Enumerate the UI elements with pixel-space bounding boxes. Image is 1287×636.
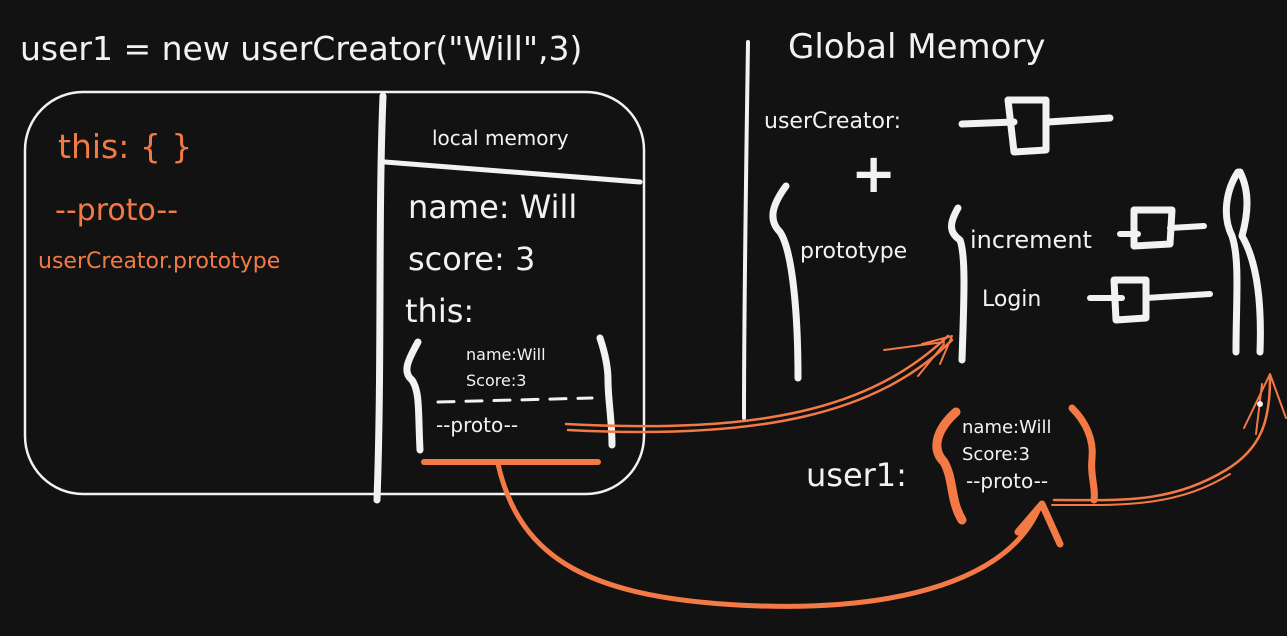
local-memory-divider bbox=[373, 92, 387, 504]
this-object-dashed-divider bbox=[436, 396, 594, 404]
login-function-icon bbox=[1087, 276, 1213, 324]
plus-sign: + bbox=[851, 142, 896, 205]
arrow-this-proto-to-prototype bbox=[564, 334, 954, 434]
user1-object: user1: name:Will Score:3 --proto-- bbox=[806, 404, 1098, 525]
global-memory-divider bbox=[742, 40, 750, 420]
prototype-label: prototype bbox=[800, 239, 907, 264]
this-object-proto: --proto-- bbox=[436, 413, 518, 437]
global-memory: Global Memory userCreator: + prototype i… bbox=[742, 27, 1264, 420]
prototype-right-brace bbox=[1222, 168, 1242, 356]
this-label: this: { } bbox=[58, 127, 192, 166]
user1-left-brace bbox=[932, 407, 967, 525]
proto-value: userCreator.prototype bbox=[38, 249, 280, 274]
user1-name: name:Will bbox=[962, 417, 1052, 438]
this-object-left-brace bbox=[403, 338, 424, 454]
arrow-user1-proto-to-prototype bbox=[1051, 373, 1287, 507]
this-object-name: name:Will bbox=[466, 345, 546, 364]
arrow-underline-to-user1 bbox=[495, 461, 1064, 609]
method-increment: increment bbox=[970, 226, 1092, 254]
user-creator-label: userCreator: bbox=[764, 109, 901, 134]
execution-context-frame bbox=[23, 90, 646, 496]
this-object-score: Score:3 bbox=[466, 371, 526, 390]
method-login: Login bbox=[982, 287, 1041, 312]
user1-proto: --proto-- bbox=[966, 469, 1048, 493]
user1-score: Score:3 bbox=[962, 444, 1030, 465]
global-memory-title: Global Memory bbox=[788, 27, 1046, 67]
prototype-right-brace-outer bbox=[1236, 168, 1264, 356]
local-score-entry: score: 3 bbox=[408, 240, 535, 278]
local-memory-header-line bbox=[382, 159, 643, 185]
local-this-entry: this: bbox=[405, 292, 474, 330]
call-title: user1 = new userCreator("Will",3) bbox=[20, 29, 582, 68]
user1-right-brace bbox=[1068, 404, 1098, 504]
increment-function-icon bbox=[1117, 206, 1207, 250]
execution-context: this: { } --proto-- userCreator.prototyp… bbox=[23, 90, 646, 504]
local-memory-header: local memory bbox=[432, 126, 569, 150]
prototype-left-brace bbox=[948, 204, 968, 364]
local-name-entry: name: Will bbox=[408, 188, 577, 226]
user-creator-function-icon bbox=[958, 96, 1114, 156]
proto-label: --proto-- bbox=[55, 193, 178, 228]
user1-label: user1: bbox=[806, 456, 907, 494]
this-object-right-brace bbox=[596, 334, 616, 449]
global-left-brace bbox=[769, 182, 802, 382]
